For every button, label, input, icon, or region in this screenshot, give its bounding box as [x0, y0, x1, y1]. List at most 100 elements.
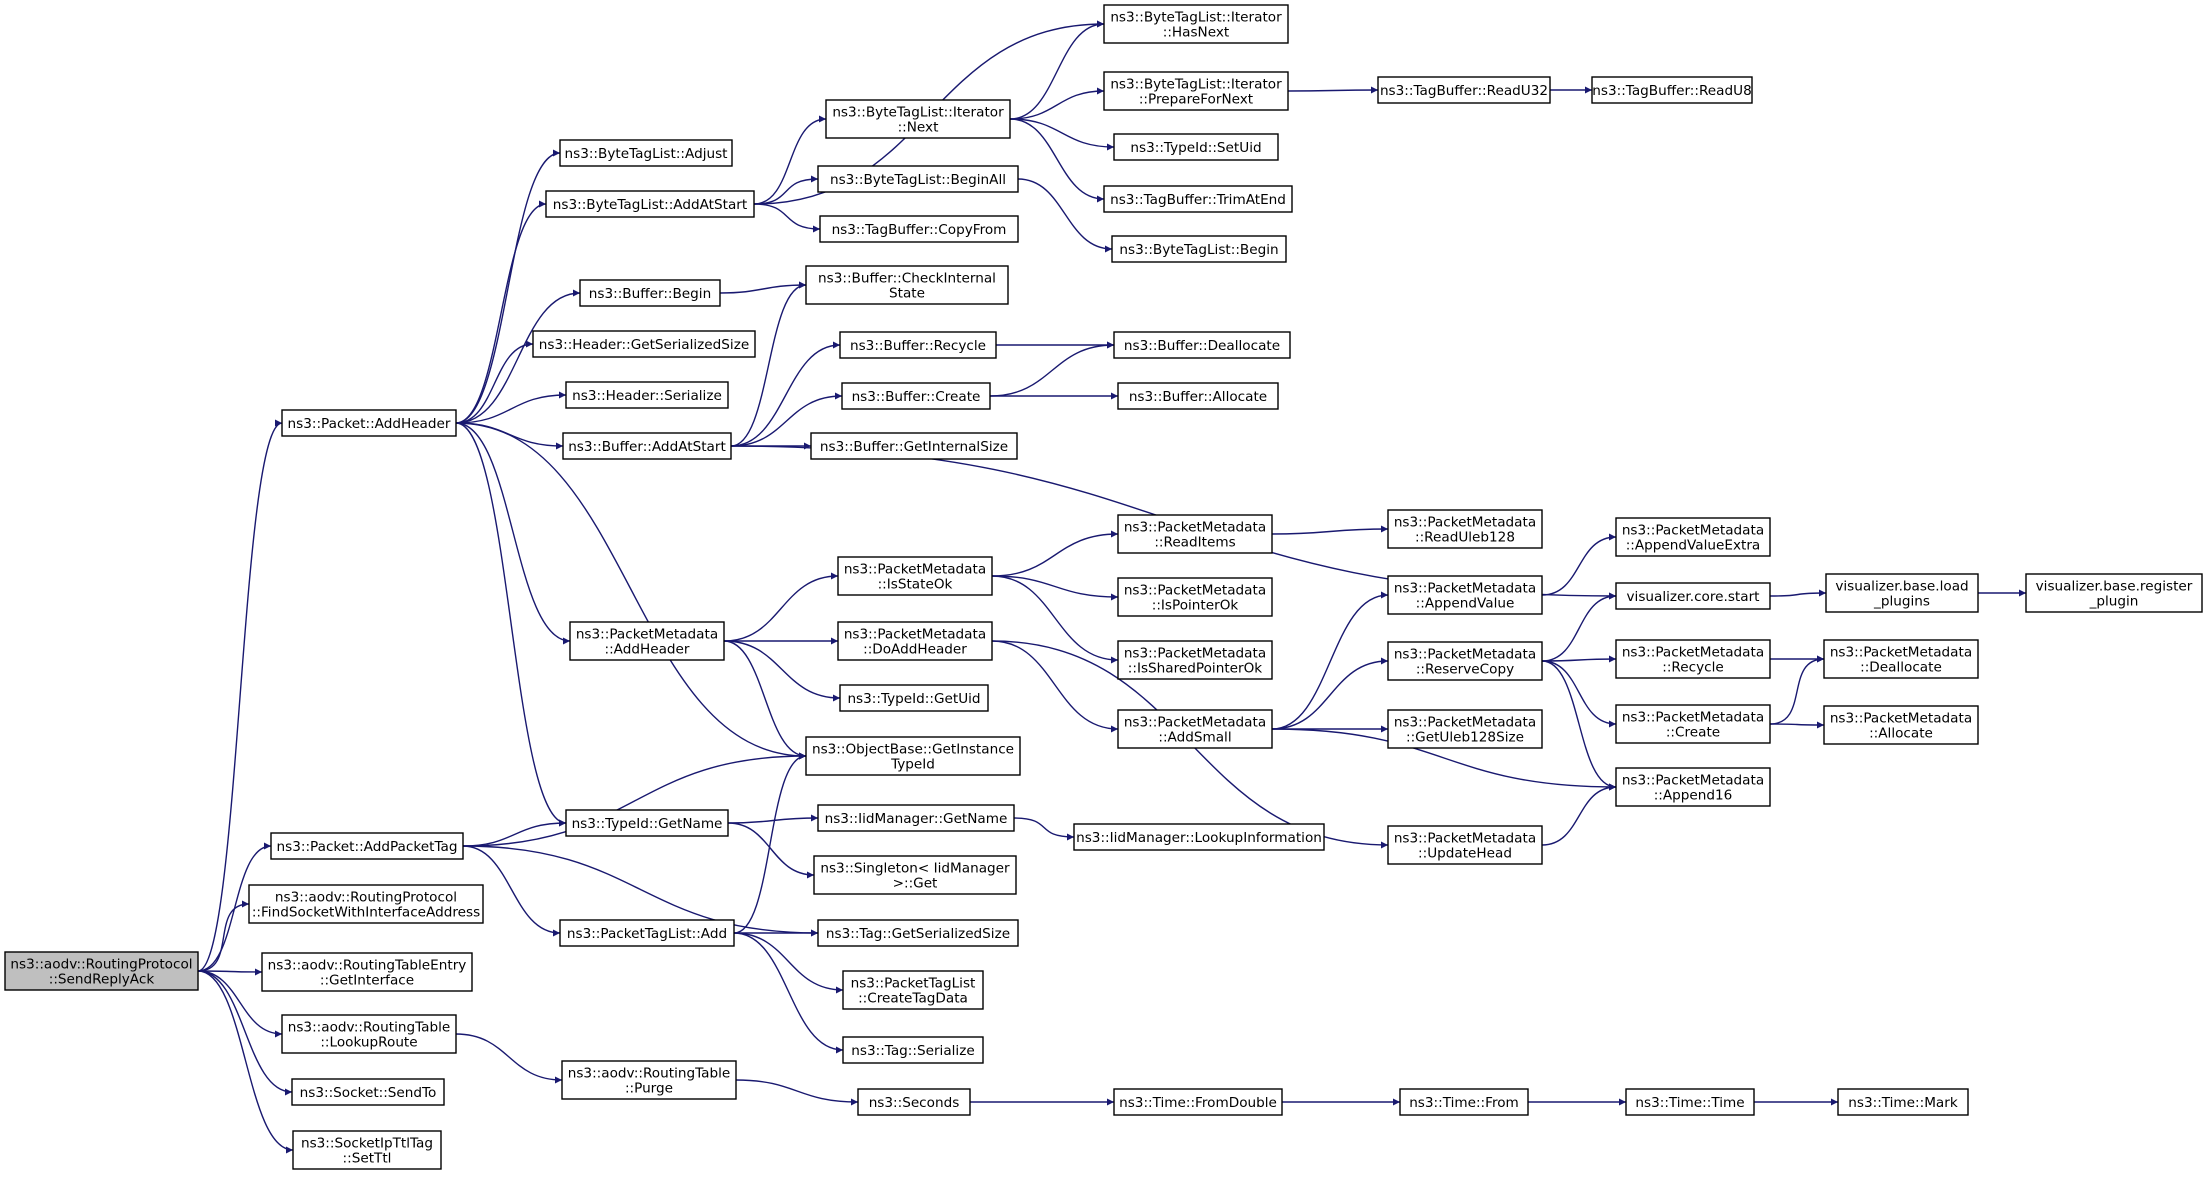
edge-bufAddAtStart-to-bufRecycle — [730, 341, 841, 447]
node-pmDoAddHeader[interactable]: ns3::PacketMetadata::DoAddHeader — [837, 621, 993, 661]
node-addPacketTag[interactable]: ns3::Packet::AddPacketTag — [270, 832, 464, 860]
node-box — [1387, 509, 1543, 549]
node-btlAdjust[interactable]: ns3::ByteTagList::Adjust — [559, 139, 733, 167]
edge-btliNext-to-typeIdSetUid — [1009, 118, 1115, 151]
node-bufDeallocate[interactable]: ns3::Buffer::Deallocate — [1113, 331, 1291, 359]
node-pmAllocate[interactable]: ns3::PacketMetadata::Allocate — [1823, 705, 1979, 745]
node-timeTime[interactable]: ns3::Time::Time — [1625, 1088, 1755, 1116]
edge-pmReserveCopy-to-pmAppend16 — [1541, 660, 1617, 791]
edge-line — [1541, 783, 1617, 846]
node-pmIsStateOk[interactable]: ns3::PacketMetadata::IsStateOk — [837, 556, 993, 596]
node-findSocket[interactable]: ns3::aodv::RoutingProtocol::FindSocketWi… — [248, 884, 484, 924]
edge-line — [1271, 728, 1617, 791]
edge-pmAddSmall-to-pmReserveCopy — [1271, 657, 1389, 730]
node-hdrGetSerSize[interactable]: ns3::Header::GetSerializedSize — [532, 330, 756, 358]
node-pmRecycle[interactable]: ns3::PacketMetadata::Recycle — [1615, 639, 1771, 679]
node-pmCreate[interactable]: ns3::PacketMetadata::Create — [1615, 704, 1771, 744]
node-btliPrepare[interactable]: ns3::ByteTagList::Iterator::PrepareForNe… — [1103, 71, 1289, 111]
node-addHeader[interactable]: ns3::Packet::AddHeader — [281, 409, 457, 437]
node-label-line: ns3::IidManager::LookupInformation — [1076, 830, 1322, 846]
node-iidLookupInfo[interactable]: ns3::IidManager::LookupInformation — [1073, 823, 1325, 851]
node-pmGetUleb128Size[interactable]: ns3::PacketMetadata::GetUleb128Size — [1387, 709, 1543, 749]
node-btlAddAtStart[interactable]: ns3::ByteTagList::AddAtStart — [545, 190, 755, 218]
node-label-line: ns3::Time::Time — [1635, 1095, 1744, 1111]
node-ptlCreateTagData[interactable]: ns3::PacketTagList::CreateTagData — [842, 970, 984, 1010]
node-pmAppendValue[interactable]: ns3::PacketMetadata::AppendValue — [1387, 575, 1543, 615]
node-label-line: ns3::Time::FromDouble — [1119, 1095, 1277, 1111]
node-label-line: ns3::PacketMetadata — [1394, 581, 1536, 597]
node-tbReadU8[interactable]: ns3::TagBuffer::ReadU8 — [1591, 76, 1753, 104]
node-label-line: ns3::PacketMetadata — [844, 627, 986, 643]
node-label-line: ns3::Singleton< IidManager — [820, 861, 1010, 877]
node-typeIdGetName[interactable]: ns3::TypeId::GetName — [565, 809, 729, 837]
node-vizCoreStart[interactable]: visualizer.core.start — [1615, 582, 1771, 610]
node-bufGetInternalSize[interactable]: ns3::Buffer::GetInternalSize — [810, 432, 1018, 460]
node-seconds[interactable]: ns3::Seconds — [857, 1088, 971, 1116]
node-rtPurge[interactable]: ns3::aodv::RoutingTable::Purge — [561, 1060, 737, 1100]
node-pmIsSharedPointerOk[interactable]: ns3::PacketMetadata::IsSharedPointerOk — [1117, 640, 1273, 680]
edge-line — [730, 341, 841, 447]
node-label-line: ::HasNext — [1163, 25, 1229, 41]
node-box — [281, 1014, 457, 1054]
node-typeIdGetUid[interactable]: ns3::TypeId::GetUid — [839, 684, 989, 712]
node-btlBegin[interactable]: ns3::ByteTagList::Begin — [1111, 235, 1287, 263]
edge-btlAddAtStart-to-btlBeginAll — [753, 175, 819, 205]
edge-bufCreate-to-bufDeallocate — [989, 341, 1115, 397]
node-vizRegisterPlugin[interactable]: visualizer.base.register_plugin — [2025, 573, 2203, 613]
edge-line — [462, 819, 567, 847]
node-label-line: ns3::Tag::Serialize — [851, 1043, 974, 1059]
node-getInterface[interactable]: ns3::aodv::RoutingTableEntry::GetInterfa… — [261, 952, 473, 992]
node-lookupRoute[interactable]: ns3::aodv::RoutingTable::LookupRoute — [281, 1014, 457, 1054]
node-box — [837, 621, 993, 661]
node-bufCreate[interactable]: ns3::Buffer::Create — [841, 382, 991, 410]
node-btliNext[interactable]: ns3::ByteTagList::Iterator::Next — [825, 99, 1011, 139]
node-pmReadUleb128[interactable]: ns3::PacketMetadata::ReadUleb128 — [1387, 509, 1543, 549]
node-label-line: ns3::Buffer::Create — [852, 389, 981, 405]
node-bufAddAtStart[interactable]: ns3::Buffer::AddAtStart — [562, 432, 732, 460]
node-singletonGet[interactable]: ns3::Singleton< IidManager>::Get — [813, 855, 1017, 895]
node-pmIsPointerOk[interactable]: ns3::PacketMetadata::IsPointerOk — [1117, 577, 1273, 617]
node-pmReadItems[interactable]: ns3::PacketMetadata::ReadItems — [1117, 514, 1273, 554]
node-label-line: ::IsPointerOk — [1152, 598, 1239, 614]
node-root[interactable]: ns3::aodv::RoutingProtocol::SendReplyAck — [4, 951, 199, 991]
node-setTtl[interactable]: ns3::SocketIpTtlTag::SetTtl — [292, 1130, 442, 1170]
node-tagGetSerSize[interactable]: ns3::Tag::GetSerializedSize — [817, 919, 1019, 947]
node-label-line: State — [889, 286, 925, 302]
node-bufAllocate[interactable]: ns3::Buffer::Allocate — [1117, 382, 1279, 410]
node-bufRecycle[interactable]: ns3::Buffer::Recycle — [839, 331, 997, 359]
edge-line — [753, 203, 821, 233]
node-tbTrimAtEnd[interactable]: ns3::TagBuffer::TrimAtEnd — [1103, 185, 1293, 213]
edge-line — [735, 1079, 859, 1106]
node-box — [561, 1060, 737, 1100]
node-pmAppendValueExtra[interactable]: ns3::PacketMetadata::AppendValueExtra — [1615, 517, 1771, 557]
node-timeFromDouble[interactable]: ns3::Time::FromDouble — [1113, 1088, 1283, 1116]
node-box — [565, 809, 729, 837]
node-pmDeallocate[interactable]: ns3::PacketMetadata::Deallocate — [1823, 639, 1979, 679]
node-ptlAdd[interactable]: ns3::PacketTagList::Add — [559, 919, 735, 947]
node-typeIdSetUid[interactable]: ns3::TypeId::SetUid — [1113, 133, 1279, 161]
node-timeMark[interactable]: ns3::Time::Mark — [1837, 1088, 1969, 1116]
node-tbCopyFrom[interactable]: ns3::TagBuffer::CopyFrom — [819, 215, 1019, 243]
node-sendTo[interactable]: ns3::Socket::SendTo — [291, 1078, 445, 1106]
node-pmReserveCopy[interactable]: ns3::PacketMetadata::ReserveCopy — [1387, 641, 1543, 681]
node-tbReadU32[interactable]: ns3::TagBuffer::ReadU32 — [1377, 76, 1551, 104]
node-pmAddSmall[interactable]: ns3::PacketMetadata::AddSmall — [1117, 709, 1273, 749]
node-btliHasNext[interactable]: ns3::ByteTagList::Iterator::HasNext — [1103, 4, 1289, 44]
node-pmUpdateHead[interactable]: ns3::PacketMetadata::UpdateHead — [1387, 825, 1543, 865]
node-label-line: ns3::PacketMetadata — [1394, 647, 1536, 663]
node-box — [248, 884, 484, 924]
node-pmAppend16[interactable]: ns3::PacketMetadata::Append16 — [1615, 767, 1771, 807]
node-tagSerialize[interactable]: ns3::Tag::Serialize — [842, 1036, 984, 1064]
node-vizLoadPlugins[interactable]: visualizer.base.load_plugins — [1825, 573, 1979, 613]
node-bufBegin[interactable]: ns3::Buffer::Begin — [579, 279, 721, 307]
node-timeFrom[interactable]: ns3::Time::From — [1399, 1088, 1529, 1116]
node-btlBeginAll[interactable]: ns3::ByteTagList::BeginAll — [817, 165, 1019, 193]
edge-root-to-lookupRoute — [197, 970, 283, 1038]
node-iidGetName[interactable]: ns3::IidManager::GetName — [817, 804, 1015, 832]
node-pmAddHeader[interactable]: ns3::PacketMetadata::AddHeader — [569, 621, 725, 661]
node-hdrSerialize[interactable]: ns3::Header::Serialize — [565, 381, 729, 409]
node-box — [1117, 382, 1279, 410]
edge-pmReserveCopy-to-vizCoreStart — [1541, 592, 1617, 662]
